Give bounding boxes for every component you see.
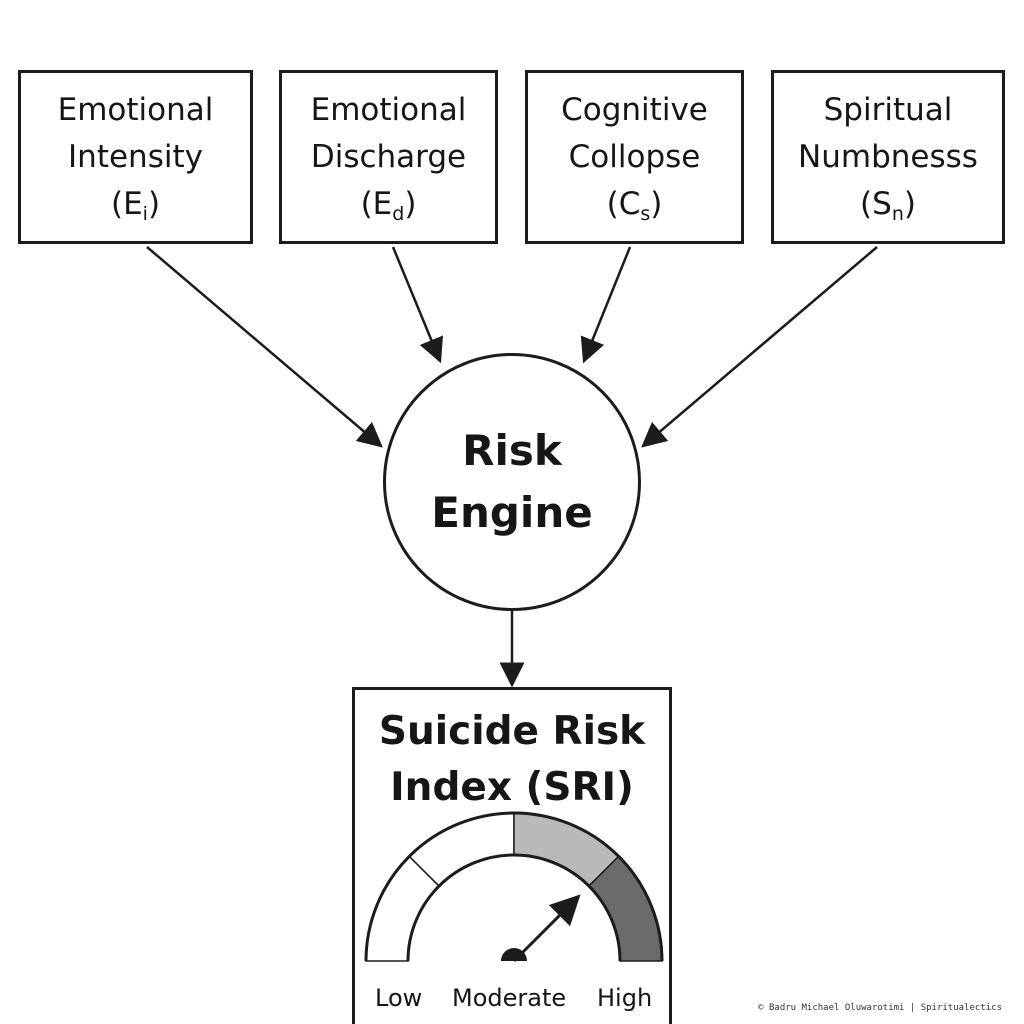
gauge-label-moderate: Moderate	[452, 984, 567, 1012]
input-label-line1: Emotional	[57, 91, 214, 128]
engine-label-line1: Risk	[462, 426, 562, 475]
input-label-line1: Cognitive	[561, 91, 708, 128]
input-label-line2: Discharge	[310, 138, 467, 175]
gauge-outer-arc	[364, 811, 664, 962]
input-emotional-intensity: Emotional Intensity (Ei)	[18, 70, 253, 244]
gauge-label-low: Low	[375, 984, 423, 1012]
arrow-collapse-to-engine	[580, 246, 632, 364]
input-symbol: (Ei)	[110, 185, 161, 225]
input-spiritual-numbness: Spiritual Numbnesss (Sn)	[771, 70, 1005, 244]
sri-title-line1: Suicide Risk	[378, 709, 646, 754]
sri-title: Suicide Risk Index (SRI)	[355, 704, 669, 816]
input-label-line2: Intensity	[68, 138, 203, 175]
gauge-needle-hub	[501, 948, 527, 961]
symbol-subscript: s	[640, 202, 651, 225]
input-symbol: (Cs)	[606, 185, 663, 225]
risk-gauge	[364, 811, 664, 963]
gauge-label-high: High	[597, 984, 653, 1012]
symbol-letter: E	[123, 185, 143, 222]
symbol-letter: S	[872, 185, 892, 222]
input-cognitive-collapse: Cognitive Collopse (Cs)	[525, 70, 744, 244]
input-label-line2: Collopse	[568, 138, 701, 175]
input-label-line1: Emotional	[310, 91, 467, 128]
suicide-risk-index-panel: Suicide Risk Index (SRI) Low Moderate Hi…	[352, 687, 672, 1024]
symbol-subscript: n	[891, 202, 904, 225]
risk-engine-node: Risk Engine	[383, 353, 641, 611]
symbol-letter: E	[372, 185, 393, 222]
gauge-inner-arc	[406, 853, 622, 962]
symbol-subscript: i	[142, 202, 148, 225]
arrow-discharge-to-engine	[391, 246, 443, 364]
input-label-line2: Numbnesss	[798, 138, 978, 175]
symbol-letter: C	[618, 185, 641, 222]
input-label-line1: Spiritual	[823, 91, 953, 128]
arrow-intensity-to-engine	[146, 246, 383, 448]
input-symbol: (Sn)	[860, 185, 916, 225]
sri-title-line2: Index (SRI)	[390, 765, 634, 810]
symbol-subscript: d	[392, 202, 405, 225]
copyright-watermark: © Badru Michael Oluwarotimi | Spirituale…	[758, 1003, 1002, 1013]
input-symbol: (Ed)	[360, 185, 417, 225]
engine-label-line2: Engine	[431, 488, 593, 537]
arrow-numbness-to-engine	[641, 246, 878, 448]
input-emotional-discharge: Emotional Discharge (Ed)	[279, 70, 498, 244]
gauge-needle	[512, 894, 581, 963]
